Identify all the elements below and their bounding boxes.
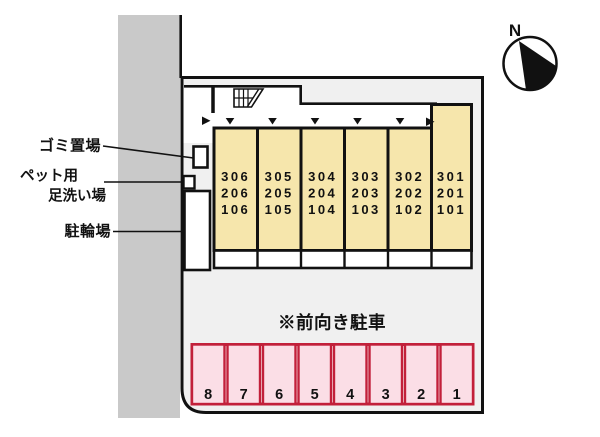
unit-label: 203 (352, 186, 381, 201)
arrow-right-icon (426, 117, 435, 126)
arrow-down-icon (225, 118, 235, 125)
unit-label: 304 (308, 169, 337, 184)
unit-label: 306 (221, 169, 250, 184)
bicycle-label: 駐輪場 (64, 222, 111, 240)
stairs-icon (233, 88, 265, 108)
road (118, 15, 180, 418)
arrow-down-icon (353, 118, 362, 125)
unit-column-301 (430, 103, 473, 252)
parking-stall-number: 8 (204, 387, 212, 403)
unit-column-306 (212, 126, 259, 252)
parking-area: 8 7 6 5 4 3 2 1 (190, 343, 475, 406)
pet-wash-label-line1: ペット用 (20, 168, 78, 185)
unit-label: 303 (352, 169, 381, 184)
unit-label: 105 (265, 202, 294, 217)
pet-wash-box (182, 174, 196, 190)
arrow-down-icon (268, 118, 277, 125)
parking-stall (332, 343, 368, 406)
unit-label: 101 (437, 202, 466, 217)
unit-column-302 (386, 126, 433, 252)
unit-label: 302 (395, 169, 424, 184)
pet-wash-label-line2: 足洗い場 (48, 187, 106, 205)
corridor-arrows (202, 116, 435, 126)
parking-stall (190, 343, 226, 406)
unit-label: 305 (265, 169, 294, 184)
entrance-row (212, 249, 473, 270)
front-parking-note: ※前向き駐車 (278, 313, 386, 333)
garbage-label: ゴミ置場 (39, 137, 101, 155)
parking-stall-number: 2 (417, 387, 425, 403)
parking-stall (439, 343, 475, 406)
parking-stall (297, 343, 333, 406)
parking-stall-number: 1 (453, 387, 461, 403)
unit-label: 205 (265, 186, 294, 201)
unit-column-304 (299, 126, 346, 252)
parking-stall-number: 7 (240, 387, 248, 403)
garbage-leader-line (102, 145, 194, 159)
parking-stall (261, 343, 297, 406)
north-needle-icon (519, 41, 556, 91)
north-compass: N (502, 21, 558, 92)
arrow-down-icon (310, 118, 320, 125)
parking-stall-number: 5 (311, 387, 319, 403)
unit-label: 206 (221, 186, 250, 201)
unit-label: 106 (221, 202, 250, 217)
unit-label: 103 (352, 202, 381, 217)
unit-label: 104 (308, 202, 337, 217)
building-block: 306 206 106 305 205 105 304 204 104 303 … (212, 103, 473, 270)
unit-label: 301 (437, 169, 466, 184)
north-label: N (509, 21, 521, 40)
unit-label: 102 (395, 202, 424, 217)
unit-label: 204 (308, 186, 337, 201)
parking-stall-number: 3 (382, 387, 390, 403)
parking-stall-number: 6 (275, 387, 283, 403)
parking-stall-number: 4 (346, 387, 354, 403)
arrow-right-icon (202, 116, 211, 125)
parking-stall (368, 343, 404, 406)
unit-label: 202 (395, 186, 424, 201)
garbage-box (192, 145, 209, 169)
arrow-down-icon (395, 118, 405, 125)
parking-stall (226, 343, 262, 406)
unit-label: 201 (437, 186, 466, 201)
parking-stall (403, 343, 439, 406)
bicycle-parking-box (183, 189, 212, 272)
